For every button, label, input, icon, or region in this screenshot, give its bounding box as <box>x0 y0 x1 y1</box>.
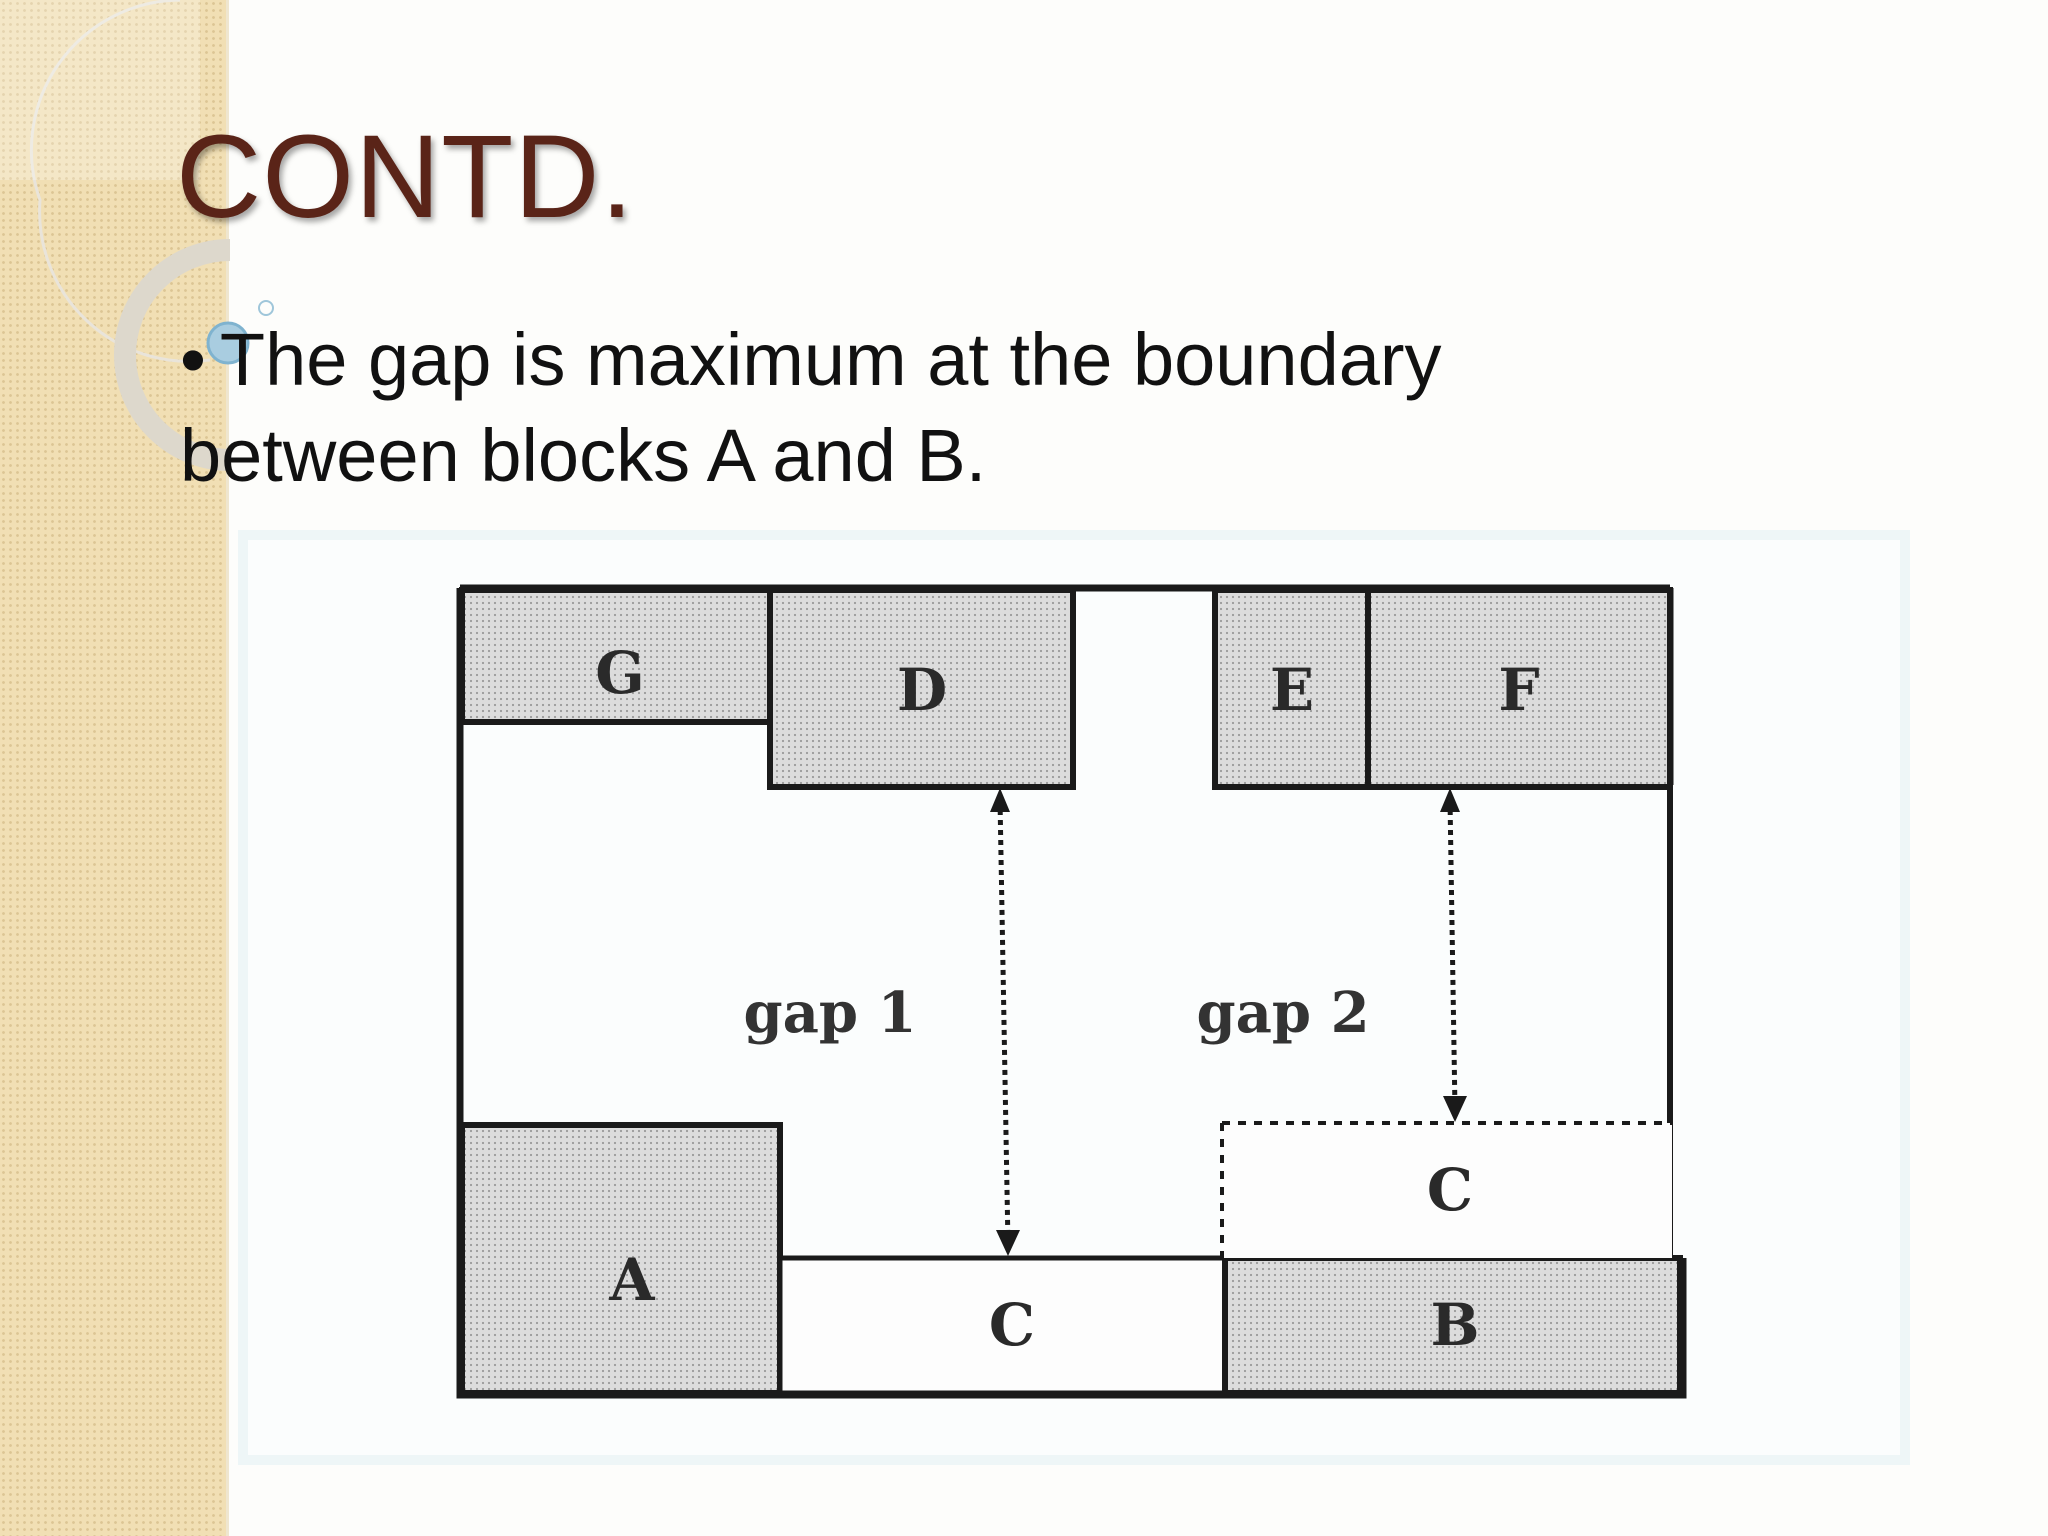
sidebar-edge <box>226 0 229 1536</box>
gap-1-label: gap 1 <box>743 980 916 1046</box>
block-e <box>1212 587 1371 790</box>
gap-2-arrow-line <box>1447 799 1458 1111</box>
label-b: B <box>1430 1291 1479 1359</box>
label-c-left: C <box>989 1291 1035 1359</box>
block-f <box>1365 587 1673 790</box>
bullet-text: The gap is maximum at the boundary betwe… <box>180 318 1442 497</box>
gap-1-arrow-line <box>997 799 1011 1246</box>
label-a: A <box>608 1246 655 1314</box>
gap-1-arrowhead-up <box>990 788 1010 812</box>
label-f: F <box>1498 656 1539 724</box>
gap-1-arrowhead-down <box>996 1230 1020 1256</box>
block-d <box>767 587 1076 790</box>
block-a <box>459 1122 783 1396</box>
label-g: G <box>595 639 645 707</box>
block-c-left <box>777 1255 1228 1396</box>
bullet-point: •The gap is maximum at the boundary betw… <box>180 312 1680 504</box>
slide-title: CONTD. <box>176 111 635 243</box>
gap-2-arrowhead-down <box>1443 1096 1467 1122</box>
block-g <box>459 587 773 725</box>
bullet-dot-icon: • <box>180 318 206 401</box>
label-d: D <box>897 656 947 724</box>
gap-2-label: gap 2 <box>1196 980 1369 1046</box>
block-b <box>1222 1255 1683 1396</box>
block-c-right <box>1222 1123 1672 1258</box>
label-c-right: C <box>1427 1156 1473 1224</box>
label-e: E <box>1270 656 1314 724</box>
gap-2-arrowhead-up <box>1440 788 1460 812</box>
